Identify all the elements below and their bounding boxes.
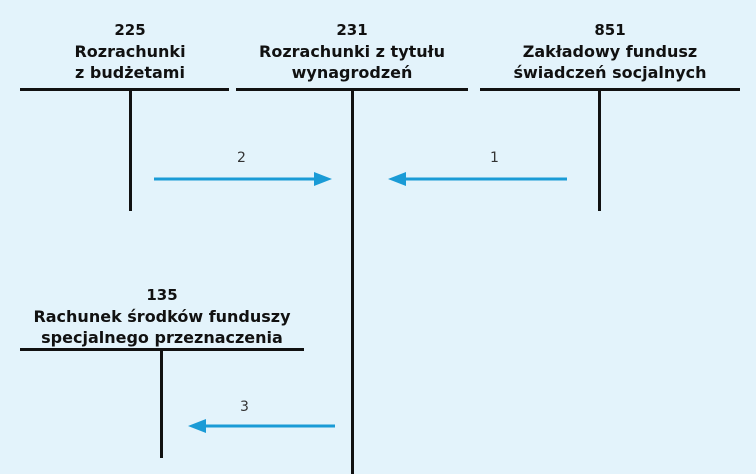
account-225-name-line2: z budżetami — [75, 63, 185, 82]
account-851-header: 851 Zakładowy fundusz świadczeń socjalny… — [480, 20, 740, 83]
flow-label-3: 3 — [240, 399, 249, 415]
account-135-name-line1: Rachunek środków funduszy — [33, 307, 291, 326]
account-851-name-line1: Zakładowy fundusz — [522, 42, 698, 61]
account-225-name-line1: Rozrachunki — [74, 42, 186, 61]
account-851-name-line2: świadczeń socjalnych — [513, 63, 707, 82]
account-225-header: 225 Rozrachunki z budżetami — [20, 20, 240, 83]
account-225-t-top — [20, 88, 229, 91]
account-225-t-stem — [129, 88, 132, 211]
account-225-number: 225 — [114, 21, 146, 39]
account-231-name-line1: Rozrachunki z tytułu — [259, 42, 445, 61]
account-231-name-line2: wynagrodzeń — [291, 63, 413, 82]
account-231-number: 231 — [336, 21, 368, 39]
account-851-number: 851 — [594, 21, 626, 39]
arrow-3 — [188, 419, 335, 433]
account-851-t-top — [480, 88, 740, 91]
flow-label-1: 1 — [490, 150, 499, 166]
account-135-name-line2: specjalnego przeznaczenia — [41, 328, 283, 347]
account-135-header: 135 Rachunek środków funduszy specjalneg… — [16, 285, 308, 348]
account-231-t-stem — [351, 88, 354, 474]
account-135-t-stem — [160, 348, 163, 458]
arrow-2 — [154, 172, 332, 186]
account-135-number: 135 — [146, 286, 178, 304]
account-851-t-stem — [598, 88, 601, 211]
arrow-1 — [388, 172, 567, 186]
flow-label-2: 2 — [237, 150, 246, 166]
account-231-header: 231 Rozrachunki z tytułu wynagrodzeń — [236, 20, 468, 83]
